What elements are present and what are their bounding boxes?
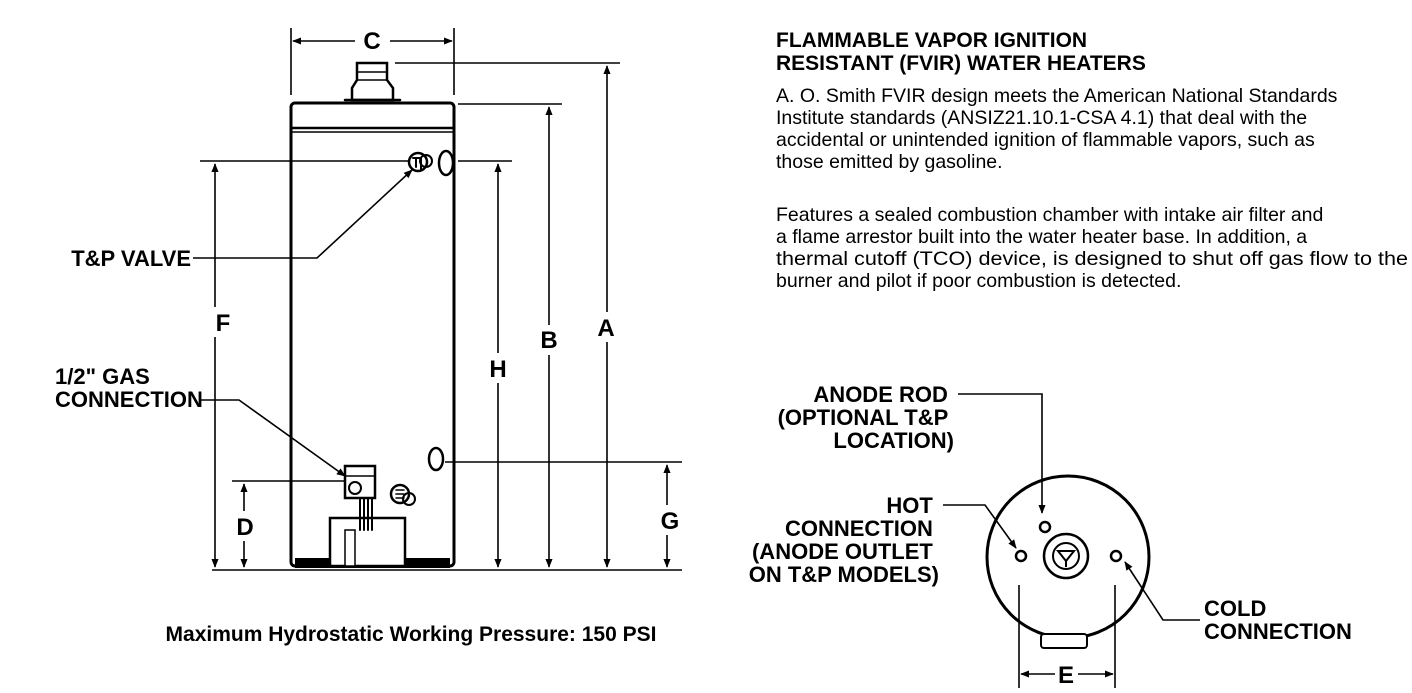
hot-connection-label-line: ON T&P MODELS) [749, 562, 939, 587]
gas-control-valve [328, 464, 407, 568]
dimension-label-g: G [661, 508, 680, 535]
dimension-label-f: F [216, 310, 231, 337]
pressure-caption: Maximum Hydrostatic Working Pressure: 15… [166, 623, 657, 646]
top-view-base-tab [1040, 633, 1088, 649]
hot-outlet-fitting [437, 149, 455, 177]
gas-inlet-fitting [389, 483, 416, 506]
hot-connection-label: HOT CONNECTION (ANODE OUTLET ON T&P MODE… [749, 493, 939, 587]
gas-connection-label-line: 1/2" GAS [55, 364, 150, 389]
hot-connection-label-line: (ANODE OUTLET [752, 539, 933, 564]
front-callout-lines [193, 169, 413, 477]
hot-connection-label-line: HOT [886, 493, 933, 518]
top-view-anode-port [1038, 520, 1052, 534]
anode-rod-label-line: (OPTIONAL T&P [778, 405, 948, 430]
flue-vent [350, 61, 395, 102]
dimension-label-b: B [540, 327, 557, 354]
info-paragraph-line: A. O. Smith FVIR design meets the Americ… [776, 85, 1338, 107]
dimension-label-h: H [489, 356, 506, 383]
heater-front-view [289, 61, 456, 568]
top-view-cold-port [1109, 549, 1123, 563]
dimension-label-e: E [1058, 662, 1074, 689]
cold-connection-label-line: COLD [1204, 596, 1266, 621]
tp-valve-fitting [407, 151, 433, 173]
info-paragraph-line: burner and pilot if poor combustion is d… [776, 270, 1181, 292]
dimension-label-c: C [363, 28, 380, 55]
info-paragraph-line: Institute standards (ANSIZ21.10.1-CSA 4.… [776, 107, 1307, 129]
cold-connection-label-line: CONNECTION [1204, 619, 1352, 644]
info-paragraph-line: thermal cutoff (TCO) device, is designed… [776, 248, 1408, 270]
info-paragraph-line: a flame arrestor built into the water he… [776, 226, 1307, 248]
info-paragraph-line: those emitted by gasoline. [776, 151, 1003, 173]
dimension-label-d: D [236, 514, 253, 541]
anode-rod-label-line: LOCATION) [833, 428, 954, 453]
tp-valve-label: T&P VALVE [71, 246, 191, 271]
hot-connection-label-line: CONNECTION [785, 516, 933, 541]
info-heading-line: FLAMMABLE VAPOR IGNITION [776, 29, 1087, 52]
dimension-label-a: A [597, 315, 614, 342]
heater-top-view [985, 474, 1151, 649]
info-paragraph-2: Features a sealed combustion chamber wit… [776, 204, 1412, 292]
info-paragraph-1: A. O. Smith FVIR design meets the Americ… [776, 85, 1343, 173]
info-heading-line: RESISTANT (FVIR) WATER HEATERS [776, 52, 1146, 75]
gas-connection-label-line: CONNECTION [55, 387, 203, 412]
cold-connection-label: COLD CONNECTION [1204, 596, 1352, 644]
dimension-lines [200, 28, 682, 571]
gas-connection-label: 1/2" GAS CONNECTION [55, 364, 203, 412]
info-paragraph-line: Features a sealed combustion chamber wit… [776, 204, 1323, 226]
top-view-hot-port [1014, 549, 1028, 563]
anode-rod-label-line: ANODE ROD [813, 382, 947, 407]
info-heading: FLAMMABLE VAPOR IGNITION RESISTANT (FVIR… [776, 29, 1146, 75]
drain-fitting [427, 446, 445, 472]
top-callout-lines [943, 393, 1200, 688]
top-view-flue [1042, 532, 1090, 580]
info-paragraph-line: accidental or unintended ignition of fla… [776, 129, 1315, 151]
anode-rod-label: ANODE ROD (OPTIONAL T&P LOCATION) [778, 382, 954, 453]
